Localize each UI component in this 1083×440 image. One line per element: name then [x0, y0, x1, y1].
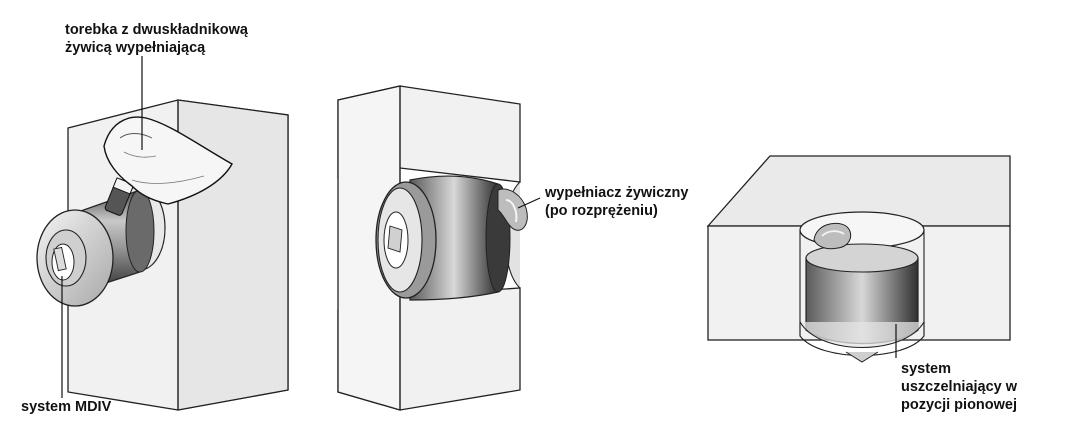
label-resin: wypełniacz żywiczny (po rozprężeniu) — [545, 184, 688, 220]
label-bag-line-2: żywicą wypełniającą — [65, 40, 206, 56]
label-vertical-line-3: pozycji pionowej — [901, 397, 1018, 413]
label-bag-line-1: torebka z dwuskładnikową — [65, 22, 248, 38]
label-resin-line-2: (po rozprężeniu) — [545, 203, 658, 219]
label-mdiv: system MDIV — [21, 398, 111, 416]
leader-line-resin — [517, 197, 541, 209]
right-vertical-sealing-device — [799, 211, 925, 363]
resin-bag-icon — [103, 116, 233, 205]
middle-plug-device — [375, 175, 528, 301]
label-bag: torebka z dwuskładnikową żywicą wypełnia… — [65, 21, 248, 57]
left-mdiv-device — [36, 177, 166, 307]
label-vertical-line-1: system — [901, 361, 951, 377]
label-vertical-line-2: uszczelniający w — [901, 379, 1018, 395]
label-vertical: system uszczelniający w pozycji pionowej — [901, 360, 1017, 414]
label-resin-line-1: wypełniacz żywiczny — [545, 185, 689, 201]
label-mdiv-line-1: system MDIV — [21, 399, 112, 415]
middle-wall-block — [337, 85, 521, 411]
